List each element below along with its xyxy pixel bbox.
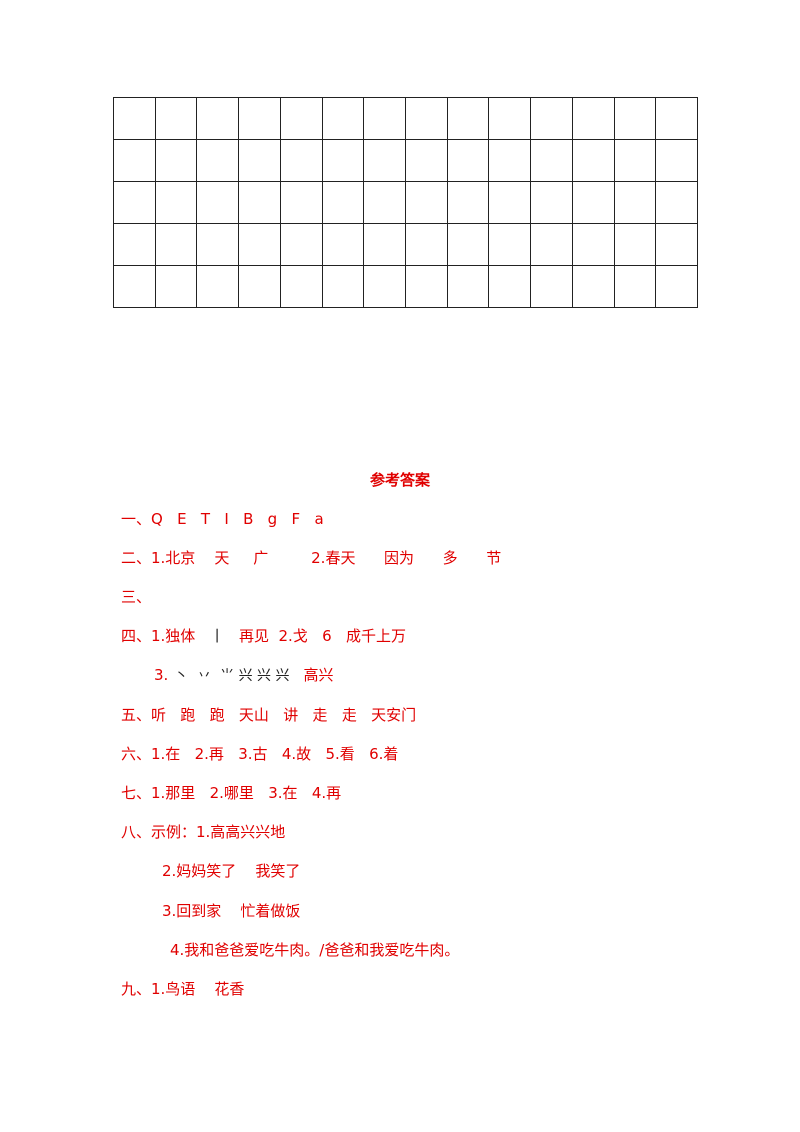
grid-cell	[489, 140, 532, 182]
answer-line-9: 九、1.鸟语 花香	[121, 980, 245, 998]
grid-cell	[322, 224, 365, 266]
grid-cell	[155, 266, 198, 308]
grid-cell	[322, 98, 365, 140]
grid-cell	[364, 98, 406, 140]
answer-line-8d: 4.我和爸爸爱吃牛肉。/爸爸和我爱吃牛肉。	[170, 941, 460, 959]
writing-grid	[113, 97, 698, 308]
answer-line-5: 五、听 跑 跑 天山 讲 走 走 天安门	[121, 706, 417, 724]
answer-line-8b: 2.妈妈笑了 我笑了	[162, 862, 301, 880]
grid-cell	[656, 140, 698, 182]
answer-line-4b: 3. 丶 丷 ⺌ 兴 兴 兴高兴	[154, 665, 333, 686]
grid-cell	[322, 266, 365, 308]
stroke-mark: 丨	[209, 627, 225, 645]
grid-cell	[572, 224, 615, 266]
grid-cell	[322, 140, 365, 182]
grid-cell	[239, 182, 281, 224]
grid-cell	[406, 182, 448, 224]
grid-cell	[572, 182, 615, 224]
grid-cell	[364, 140, 406, 182]
answer-line-8c: 3.回到家 忙着做饭	[162, 902, 301, 920]
grid-cell	[531, 224, 573, 266]
grid-cell	[531, 182, 573, 224]
grid-cell	[197, 224, 240, 266]
stroke-order-sequence: 丶 丷 ⺌ 兴 兴 兴	[174, 668, 290, 684]
grid-cell	[364, 182, 406, 224]
answer-line-8a: 八、示例：1.高高兴兴地	[121, 823, 286, 841]
grid-cell	[197, 266, 240, 308]
answer-line-6: 六、1.在 2.再 3.古 4.故 5.看 6.着	[121, 745, 399, 763]
grid-cell	[406, 140, 448, 182]
grid-cell	[614, 224, 657, 266]
grid-cell	[447, 266, 490, 308]
grid-cell	[614, 140, 657, 182]
grid-cell	[656, 266, 698, 308]
grid-cell	[614, 182, 657, 224]
grid-cell	[239, 224, 281, 266]
grid-cell	[364, 266, 406, 308]
grid-cell	[280, 224, 323, 266]
grid-cell	[614, 266, 657, 308]
grid-cell	[406, 266, 448, 308]
answer-line-2: 二、1.北京 天 广 2.春天 因为 多 节	[121, 549, 502, 567]
grid-cell	[197, 140, 240, 182]
grid-cell	[531, 140, 573, 182]
grid-cell	[114, 140, 156, 182]
grid-cell	[114, 182, 156, 224]
grid-cell	[447, 98, 490, 140]
grid-cell	[114, 98, 156, 140]
grid-cell	[489, 182, 532, 224]
grid-cell	[406, 224, 448, 266]
grid-cell	[656, 224, 698, 266]
grid-cell	[572, 98, 615, 140]
grid-cell	[280, 266, 323, 308]
grid-cell	[531, 98, 573, 140]
grid-cell	[489, 266, 532, 308]
grid-cell	[114, 266, 156, 308]
grid-cell	[155, 98, 198, 140]
answer-line-4a-prefix: 四、1.独体	[121, 627, 210, 645]
grid-cell	[239, 140, 281, 182]
grid-cell	[447, 224, 490, 266]
grid-cell	[155, 182, 198, 224]
grid-cell	[489, 224, 532, 266]
grid-cell	[572, 266, 615, 308]
grid-cell	[447, 182, 490, 224]
grid-cell	[489, 98, 532, 140]
grid-cell	[114, 224, 156, 266]
grid-cell	[614, 98, 657, 140]
grid-cell	[572, 140, 615, 182]
grid-cell	[197, 182, 240, 224]
answer-line-1: 一、Q E T I B g F a	[121, 510, 324, 528]
grid-cell	[447, 140, 490, 182]
grid-cell	[239, 266, 281, 308]
answer-line-4a: 四、1.独体 丨 再见 2.戈 6 成千上万	[121, 626, 406, 646]
grid-cell	[280, 140, 323, 182]
grid-cell	[280, 182, 323, 224]
grid-cell	[197, 98, 240, 140]
grid-cell	[656, 182, 698, 224]
answer-line-4b-num: 3.	[154, 666, 169, 684]
grid-cell	[280, 98, 323, 140]
answer-line-4b-word: 高兴	[303, 666, 334, 684]
grid-cell	[364, 224, 406, 266]
grid-cell	[406, 98, 448, 140]
grid-cell	[239, 98, 281, 140]
grid-cell	[531, 266, 573, 308]
answer-title: 参考答案	[369, 471, 430, 489]
grid-cell	[656, 98, 698, 140]
answer-line-3: 三、	[121, 588, 152, 606]
grid-cell	[155, 140, 198, 182]
grid-cell	[322, 182, 365, 224]
answer-line-4a-rest: 再见 2.戈 6 成千上万	[224, 627, 406, 645]
answer-line-7: 七、1.那里 2.哪里 3.在 4.再	[121, 784, 342, 802]
grid-cell	[155, 224, 198, 266]
